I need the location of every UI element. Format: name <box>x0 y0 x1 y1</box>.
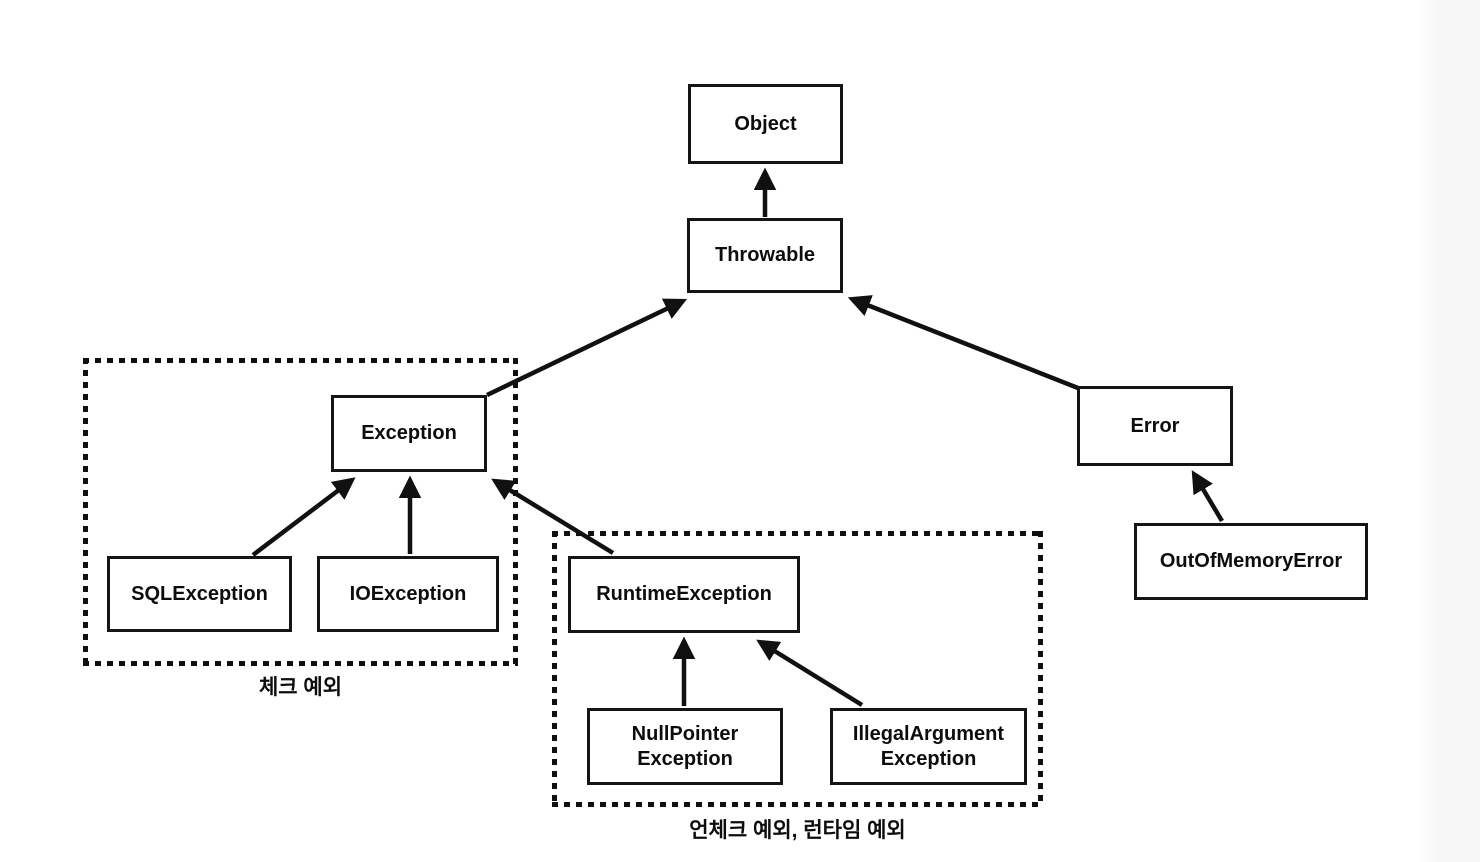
node-error-label: Error <box>1130 414 1180 437</box>
node-ioexception-label: IOException <box>349 582 467 605</box>
node-runtimeexception-label: RuntimeException <box>596 583 772 606</box>
unchecked-exception-group-label: 언체크 예외, 런타임 예외 <box>689 819 906 842</box>
node-outofmemoryerror: OutOfMemoryError <box>1134 523 1368 600</box>
node-runtimeexception: RuntimeException <box>568 556 800 633</box>
node-outofmemoryerror-label: OutOfMemoryError <box>1159 550 1343 573</box>
node-illegalargumentexception-label-line1: IllegalArgument <box>852 723 1005 746</box>
node-throwable: Throwable <box>687 218 843 293</box>
right-edge-shading <box>1416 0 1480 862</box>
node-error: Error <box>1077 386 1233 466</box>
node-object: Object <box>688 84 843 164</box>
node-nullpointerexception-label-line2: Exception <box>637 747 733 770</box>
node-throwable-label: Throwable <box>714 244 815 267</box>
node-exception-label: Exception <box>361 422 457 445</box>
node-illegalargumentexception-label-line2: Exception <box>880 747 977 770</box>
node-sqlexception-label: SQLException <box>131 582 268 605</box>
node-nullpointerexception: NullPointer Exception <box>587 708 783 785</box>
edge-outofmemory-to-error <box>1191 470 1224 523</box>
node-exception: Exception <box>331 395 487 472</box>
node-illegalargumentexception: IllegalArgument Exception <box>830 708 1027 785</box>
node-ioexception: IOException <box>317 556 499 632</box>
checked-exception-group-label: 체크 예외 <box>258 676 343 699</box>
edge-error-to-throwable <box>847 295 1079 391</box>
node-sqlexception: SQLException <box>107 556 292 632</box>
node-nullpointerexception-label-line1: NullPointer <box>631 723 739 746</box>
node-object-label: Object <box>734 112 797 135</box>
